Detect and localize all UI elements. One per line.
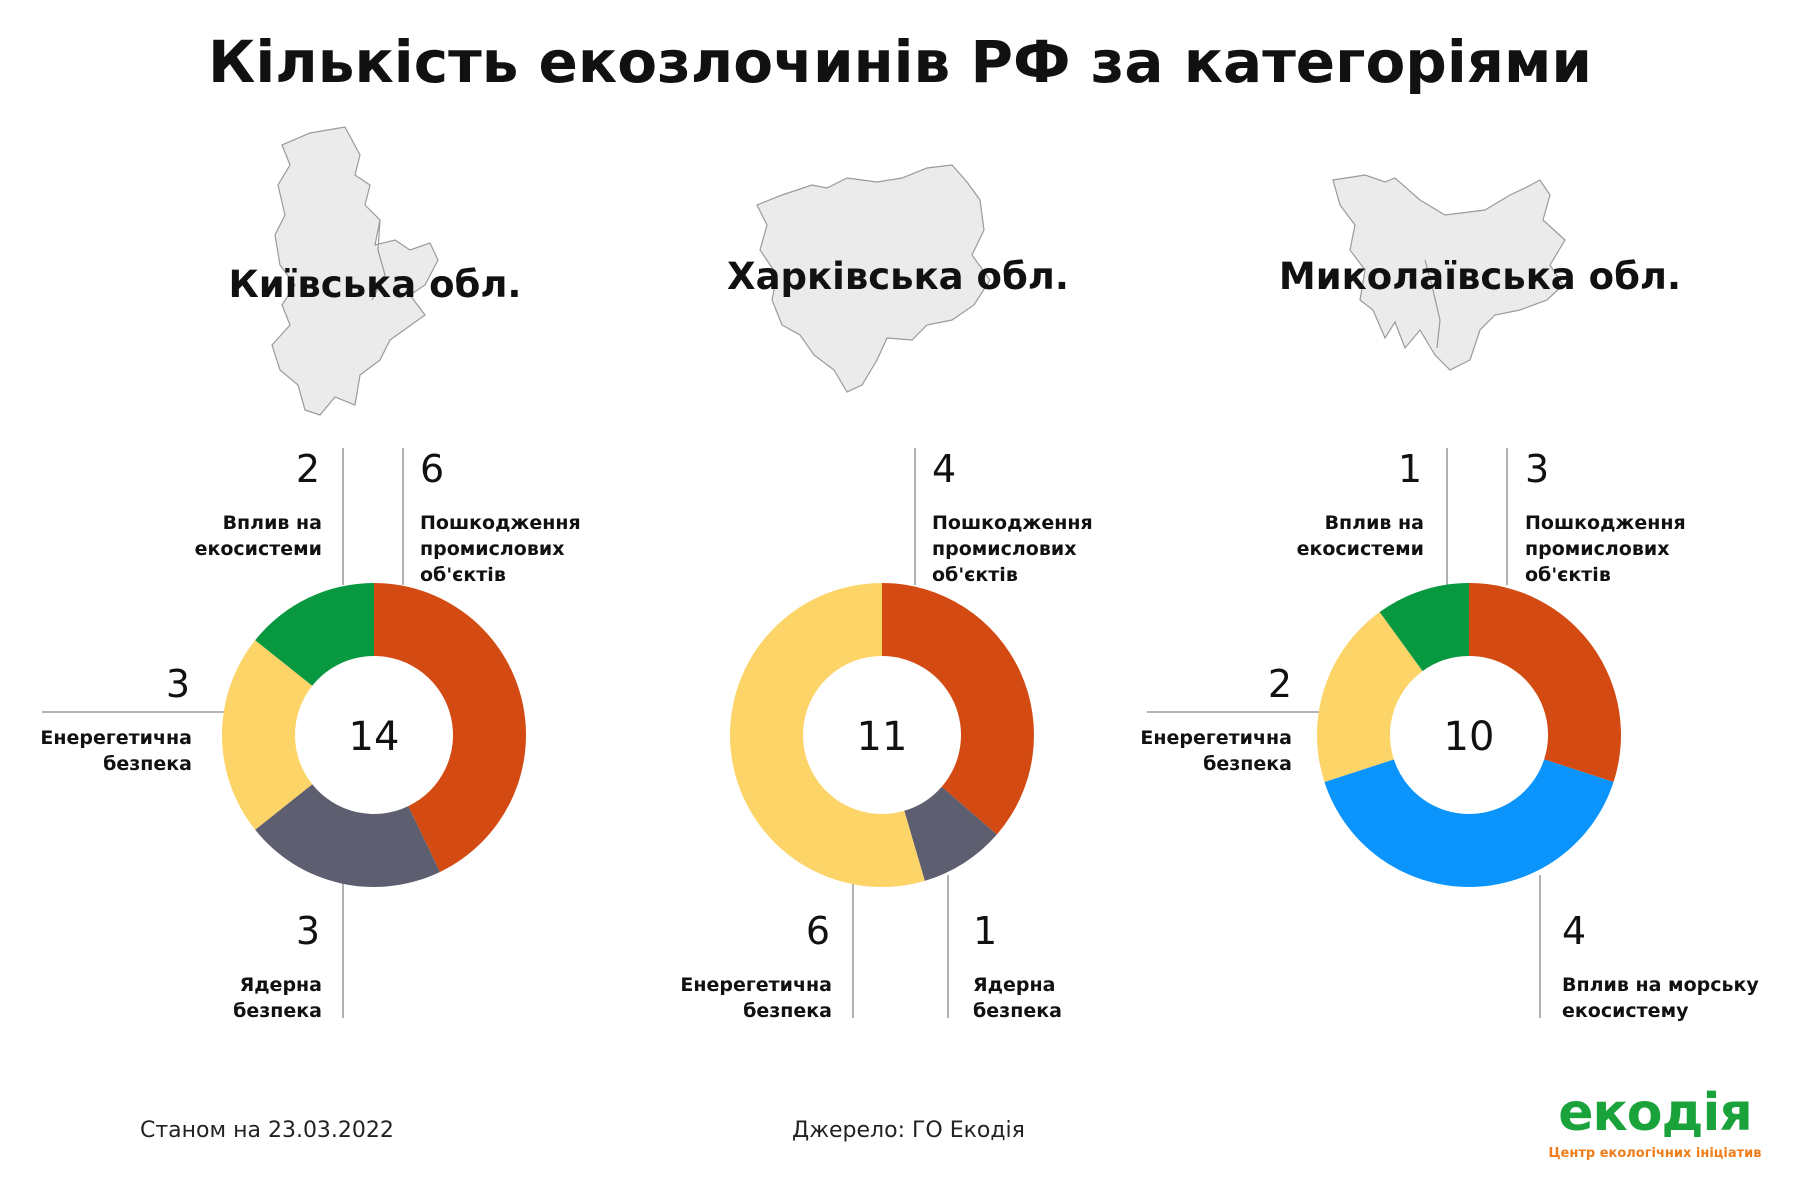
kyiv-slice-2	[222, 640, 313, 830]
kyiv-energy-label: Енерегетична безпека	[30, 725, 192, 777]
kyiv-nuclear-label: Ядерна безпека	[160, 972, 322, 1024]
kharkiv-industrial-label: Пошкодження промислових об'єктів	[932, 510, 1093, 588]
kyiv-slice-0	[374, 583, 526, 872]
leader-lines	[42, 448, 1541, 1018]
kyiv-ecosystems-count: 2	[295, 447, 320, 491]
kyiv-energy-count: 3	[165, 662, 190, 706]
mykolaiv-industrial-label: Пошкодження промислових об'єктів	[1525, 510, 1686, 588]
mykolaiv-energy-label: Енерегетична безпека	[1120, 725, 1292, 777]
label-line: Ядерна	[973, 974, 1056, 996]
label-line: Вплив на морську	[1562, 974, 1759, 996]
footer-date: Станом на 23.03.2022	[140, 1118, 394, 1143]
kharkiv-slice-1	[904, 786, 997, 881]
label-line: Енерегетична	[40, 727, 192, 749]
kharkiv-nuclear-label: Ядерна безпека	[973, 972, 1062, 1024]
kharkiv-total: 11	[856, 714, 908, 760]
footer-source: Джерело: ГО Екодія	[792, 1118, 1025, 1143]
label-line: Пошкодження	[1525, 512, 1686, 534]
label-line: безпека	[103, 753, 192, 775]
mykolaiv-energy-count: 2	[1267, 662, 1292, 706]
label-line: безпека	[233, 1000, 322, 1022]
label-line: безпека	[1203, 753, 1292, 775]
mykolaiv-river-line	[1424, 259, 1441, 349]
kyiv-region-title: Київська обл.	[228, 263, 522, 306]
kharkiv-energy-label: Енерегетична безпека	[660, 972, 832, 1024]
label-line: промислових	[420, 538, 565, 560]
kharkiv-nuclear-count: 1	[973, 909, 998, 953]
kyiv-region-shape	[271, 126, 439, 416]
mykolaiv-region-title: Миколаївська обл.	[1278, 255, 1682, 298]
logo-tagline: Центр екологічних ініціатив	[1548, 1146, 1762, 1161]
mykolaiv-industrial-count: 3	[1525, 447, 1550, 491]
kharkiv-region-map	[756, 164, 991, 393]
label-line: Вплив на	[1324, 512, 1424, 534]
mykolaiv-slice-1	[1324, 759, 1614, 887]
label-line: промислових	[1525, 538, 1670, 560]
label-line: промислових	[932, 538, 1077, 560]
kharkiv-region-title: Харківська обл.	[727, 255, 1069, 298]
label-line: Ядерна	[239, 974, 322, 996]
mykolaiv-slice-0	[1469, 583, 1621, 782]
mykolaiv-ecosystems-count: 1	[1397, 447, 1422, 491]
kyiv-industrial-label: Пошкодження промислових об'єктів	[420, 510, 581, 588]
label-line: об'єктів	[932, 564, 1018, 586]
kharkiv-region-shape	[756, 164, 991, 393]
label-line: Пошкодження	[420, 512, 581, 534]
label-line: Енерегетична	[1140, 727, 1292, 749]
kyiv-industrial-count: 6	[420, 447, 445, 491]
label-line: об'єктів	[420, 564, 506, 586]
kharkiv-slice-2	[730, 582, 925, 888]
label-line: безпека	[973, 1000, 1062, 1022]
mykolaiv-marine-label: Вплив на морську екосистему	[1562, 972, 1759, 1024]
kharkiv-slice-0	[882, 583, 1034, 835]
label-line: об'єктів	[1525, 564, 1611, 586]
kharkiv-industrial-count: 4	[932, 447, 957, 491]
label-line: безпека	[743, 1000, 832, 1022]
ekodiia-logo: екодія	[1558, 1083, 1753, 1143]
kyiv-region-map	[271, 126, 439, 416]
kharkiv-energy-count: 6	[805, 909, 830, 953]
page-title: Кількість екозлочинів РФ за категоріями	[208, 28, 1592, 96]
mykolaiv-total: 10	[1443, 714, 1495, 760]
label-line: Вплив на	[222, 512, 322, 534]
mykolaiv-slice-3	[1379, 583, 1469, 672]
kyiv-slice-3	[255, 583, 374, 686]
mykolaiv-ecosystems-label: Вплив на екосистеми	[1262, 510, 1424, 562]
label-line: Пошкодження	[932, 512, 1093, 534]
mykolaiv-region-shape	[1332, 174, 1566, 371]
kyiv-nuclear-count: 3	[295, 909, 320, 953]
kyiv-river-line	[371, 219, 386, 301]
label-line: екосистему	[1562, 1000, 1689, 1022]
mykolaiv-marine-count: 4	[1562, 909, 1587, 953]
label-line: Енерегетична	[680, 974, 832, 996]
mykolaiv-slice-2	[1316, 612, 1423, 782]
mykolaiv-region-map	[1332, 174, 1566, 371]
label-line: екосистеми	[194, 538, 322, 560]
kyiv-ecosystems-label: Вплив на екосистеми	[160, 510, 322, 562]
label-line: екосистеми	[1296, 538, 1424, 560]
kyiv-slice-1	[255, 784, 440, 887]
kyiv-total: 14	[348, 714, 400, 760]
